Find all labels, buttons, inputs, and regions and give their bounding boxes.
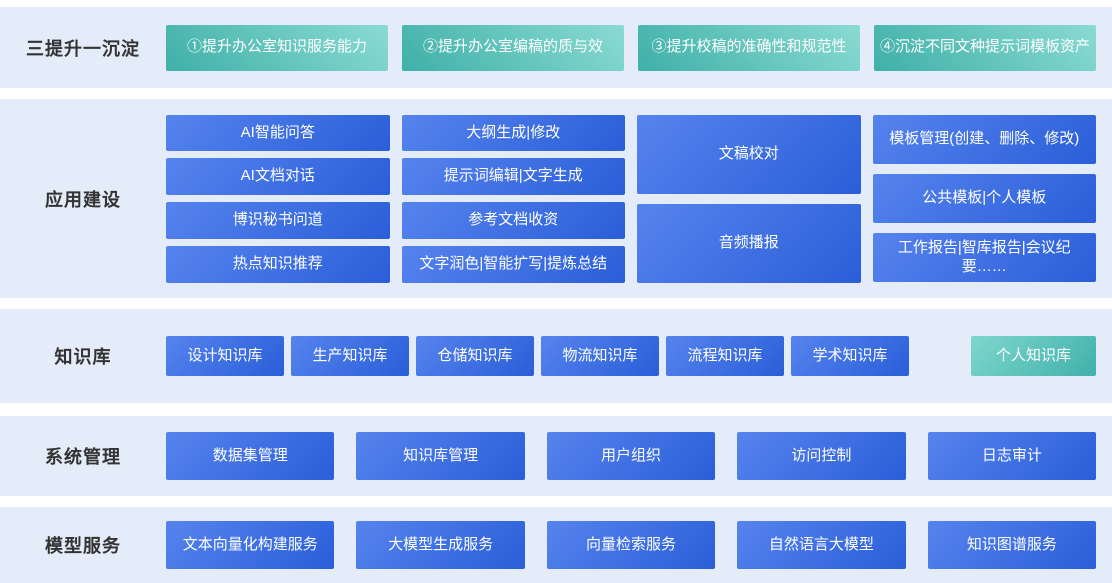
- app-chip-proofread: 文稿校对: [637, 114, 861, 194]
- section-applications-label: 应用建设: [45, 189, 121, 210]
- highlight-chip-4: ④沉淀不同文种提示词模板资产: [874, 24, 1096, 71]
- section-applications: 应用建设 AI智能问答 AI文档对话 博识秘书问道 热点知识推荐 大纲生成|修改…: [0, 99, 1112, 298]
- system-chip-user-org: 用户组织: [546, 432, 716, 480]
- model-chip-vector-search: 向量检索服务: [546, 521, 716, 569]
- app-col-writing: 大纲生成|修改 提示词编辑|文字生成 参考文档收资 文字润色|智能扩写|提炼总结: [401, 114, 625, 283]
- app-chip-ai-doc-chat: AI文档对话: [166, 158, 390, 195]
- kb-chip-logistics: 物流知识库: [541, 336, 659, 376]
- model-chip-nlp-llm: 自然语言大模型: [737, 521, 906, 569]
- system-chip-kb-mgmt: 知识库管理: [356, 432, 525, 480]
- app-col-templates: 模板管理(创建、删除、修改) 公共模板|个人模板 工作报告|智库报告|会议纪要……: [872, 114, 1096, 283]
- app-chip-ai-qa: AI智能问答: [166, 114, 390, 152]
- knowledge-row: 设计知识库 生产知识库 仓储知识库 物流知识库 流程知识库 学术知识库 个人知识…: [166, 336, 1096, 376]
- section-model-label: 模型服务: [45, 536, 121, 556]
- app-chip-hot-knowledge: 热点知识推荐: [166, 245, 390, 283]
- highlight-chip-1: ①提升办公室知识服务能力: [166, 24, 388, 71]
- model-chip-llm-generation: 大模型生成服务: [356, 521, 525, 569]
- app-col-proof-audio: 文稿校对 音频播报: [637, 114, 861, 283]
- app-chip-audio-broadcast: 音频播报: [637, 203, 861, 283]
- highlight-chip-3: ③提升校稿的准确性和规范性: [638, 24, 860, 71]
- section-system-label: 系统管理: [45, 447, 121, 467]
- kb-chip-production: 生产知识库: [291, 336, 409, 376]
- kb-chip-academic: 学术知识库: [791, 336, 909, 376]
- app-chip-outline: 大纲生成|修改: [401, 114, 625, 152]
- section-knowledge-label: 知识库: [54, 347, 112, 367]
- app-col-qa: AI智能问答 AI文档对话 博识秘书问道 热点知识推荐: [166, 114, 390, 283]
- highlights-row: ①提升办公室知识服务能力 ②提升办公室编稿的质与效 ③提升校稿的准确性和规范性 …: [166, 24, 1096, 71]
- system-chip-access-control: 访问控制: [737, 432, 906, 480]
- section-highlights-label: 三提升一沉淀: [26, 38, 140, 59]
- app-chip-prompt-edit: 提示词编辑|文字生成: [401, 158, 625, 195]
- app-chip-template-mgmt: 模板管理(创建、删除、修改): [872, 114, 1096, 164]
- model-chip-text-vectorization: 文本向量化构建服务: [166, 521, 335, 569]
- system-chip-log-audit: 日志审计: [927, 432, 1097, 480]
- model-chip-knowledge-graph: 知识图谱服务: [927, 521, 1097, 569]
- app-chip-polish: 文字润色|智能扩写|提炼总结: [401, 245, 625, 283]
- section-model: 模型服务 文本向量化构建服务 大模型生成服务 向量检索服务 自然语言大模型 知识…: [0, 507, 1112, 583]
- section-knowledge: 知识库 设计知识库 生产知识库 仓储知识库 物流知识库 流程知识库 学术知识库 …: [0, 309, 1112, 403]
- kb-chip-personal: 个人知识库: [971, 336, 1096, 376]
- app-chip-secretary: 博识秘书问道: [166, 202, 390, 239]
- app-chip-reference-docs: 参考文档收资: [401, 202, 625, 239]
- section-system: 系统管理 数据集管理 知识库管理 用户组织 访问控制 日志审计: [0, 416, 1112, 496]
- system-row: 数据集管理 知识库管理 用户组织 访问控制 日志审计: [166, 432, 1097, 480]
- section-highlights: 三提升一沉淀 ①提升办公室知识服务能力 ②提升办公室编稿的质与效 ③提升校稿的准…: [0, 7, 1112, 88]
- kb-chip-design: 设计知识库: [166, 336, 284, 376]
- system-chip-dataset-mgmt: 数据集管理: [166, 432, 335, 480]
- kb-chip-process: 流程知识库: [666, 336, 784, 376]
- app-chip-public-personal-template: 公共模板|个人模板: [872, 173, 1096, 224]
- applications-grid: AI智能问答 AI文档对话 博识秘书问道 热点知识推荐 大纲生成|修改 提示词编…: [166, 114, 1096, 283]
- kb-chip-warehouse: 仓储知识库: [416, 336, 534, 376]
- highlight-chip-2: ②提升办公室编稿的质与效: [402, 24, 624, 71]
- model-row: 文本向量化构建服务 大模型生成服务 向量检索服务 自然语言大模型 知识图谱服务: [166, 521, 1097, 569]
- app-chip-report-types: 工作报告|智库报告|会议纪要……: [872, 233, 1096, 283]
